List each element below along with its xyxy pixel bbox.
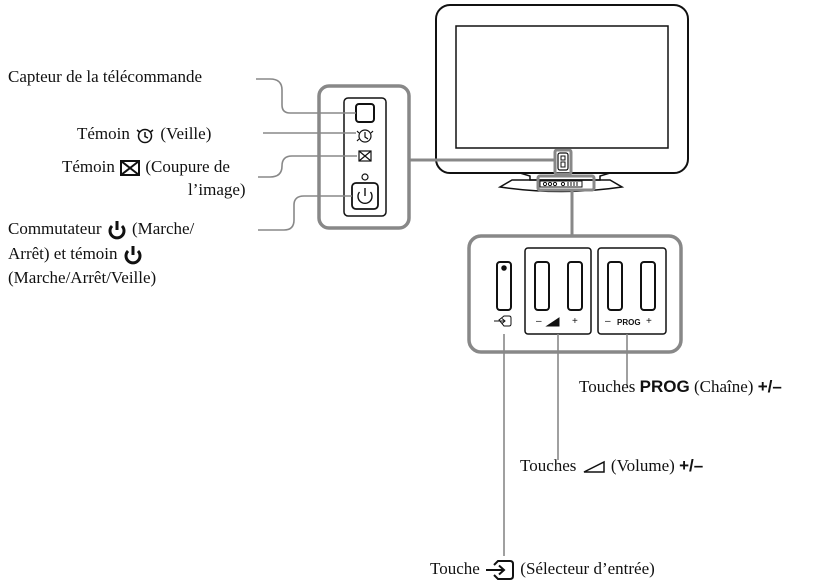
input-button bbox=[496, 261, 512, 311]
label-vol-pre: Touches bbox=[520, 456, 577, 475]
label-standby-pre: Témoin bbox=[77, 124, 130, 143]
prog-plus-button bbox=[640, 261, 656, 311]
label-prog-buttons: Touches PROG (Chaîne) +/– bbox=[579, 377, 782, 397]
label-input-button: Touche (Sélecteur d’entrée) bbox=[430, 559, 655, 581]
prog-plus-sign: + bbox=[646, 316, 652, 327]
tv-base-buttons bbox=[539, 180, 583, 188]
indicator-panel bbox=[343, 97, 387, 217]
left-callout-lines bbox=[256, 78, 357, 231]
label-prog-bold: PROG bbox=[639, 377, 690, 396]
power-icon bbox=[124, 246, 142, 265]
label-power-line3: (Marche/Arrêt/Veille) bbox=[8, 268, 157, 287]
volume-plus-button bbox=[567, 261, 583, 311]
indicator-panel-body bbox=[343, 97, 387, 217]
label-power-post: (Marche/ bbox=[131, 219, 195, 238]
left-panel-frame bbox=[317, 84, 411, 230]
label-prog-mid: (Chaîne) bbox=[693, 377, 754, 396]
label-picture-off-line2: l’image) bbox=[188, 180, 246, 199]
label-standby-post: (Veille) bbox=[160, 124, 212, 143]
picture-off-icon bbox=[120, 160, 141, 177]
button-panel bbox=[494, 247, 667, 335]
sensor-highlight bbox=[553, 148, 573, 176]
label-volume-buttons: Touches (Volume) +/– bbox=[520, 456, 703, 476]
tv-front-sensor bbox=[557, 152, 569, 171]
prog-minus-button bbox=[607, 261, 623, 311]
label-vol-mid: (Volume) bbox=[610, 456, 675, 475]
power-icon bbox=[108, 221, 126, 240]
input-selector-icon bbox=[486, 560, 515, 581]
prog-minus-sign: – bbox=[605, 316, 611, 327]
label-picture-off-pre: Témoin bbox=[62, 157, 115, 176]
bottom-panel-frame bbox=[467, 234, 683, 354]
standby-icon bbox=[136, 128, 154, 144]
vol-plus-sign: + bbox=[572, 316, 578, 327]
label-power-line2: Arrêt) et témoin bbox=[8, 244, 144, 265]
label-prog-pre: Touches bbox=[579, 377, 636, 396]
volume-icon bbox=[583, 460, 605, 473]
volume-minus-button bbox=[534, 261, 550, 311]
base-highlight bbox=[536, 174, 596, 192]
label-power-pre: Commutateur bbox=[8, 219, 102, 238]
prog-button-group-frame bbox=[597, 247, 667, 335]
tv-set bbox=[435, 4, 689, 193]
tv-screen bbox=[455, 25, 669, 149]
label-picture-off-indicator: Témoin (Coupure de bbox=[62, 157, 230, 177]
label-remote-sensor: Capteur de la télécommande bbox=[8, 67, 202, 86]
remote-sensor bbox=[355, 103, 375, 123]
picture-off-icon bbox=[358, 150, 372, 162]
bottom-callout-lines bbox=[503, 334, 628, 556]
label-input-pre: Touche bbox=[430, 559, 480, 578]
label-input-post: (Sélecteur d’entrée) bbox=[520, 559, 655, 578]
label-vol-sign: +/– bbox=[679, 456, 704, 475]
input-selector-small-icon bbox=[494, 315, 512, 327]
callout-frames bbox=[317, 84, 683, 354]
standby-icon bbox=[356, 129, 374, 143]
label-prog-sign: +/– bbox=[757, 377, 782, 396]
volume-small-icon bbox=[545, 317, 560, 327]
power-switch bbox=[351, 173, 379, 210]
label-picture-off-post: (Coupure de bbox=[145, 157, 230, 176]
label-power-line1: Commutateur (Marche/ bbox=[8, 219, 194, 240]
prog-small-label: PROG bbox=[617, 318, 641, 327]
label-standby-indicator: Témoin (Veille) bbox=[77, 124, 211, 145]
vol-minus-sign: – bbox=[536, 316, 542, 327]
label-power-line2-text: Arrêt) et témoin bbox=[8, 244, 118, 263]
